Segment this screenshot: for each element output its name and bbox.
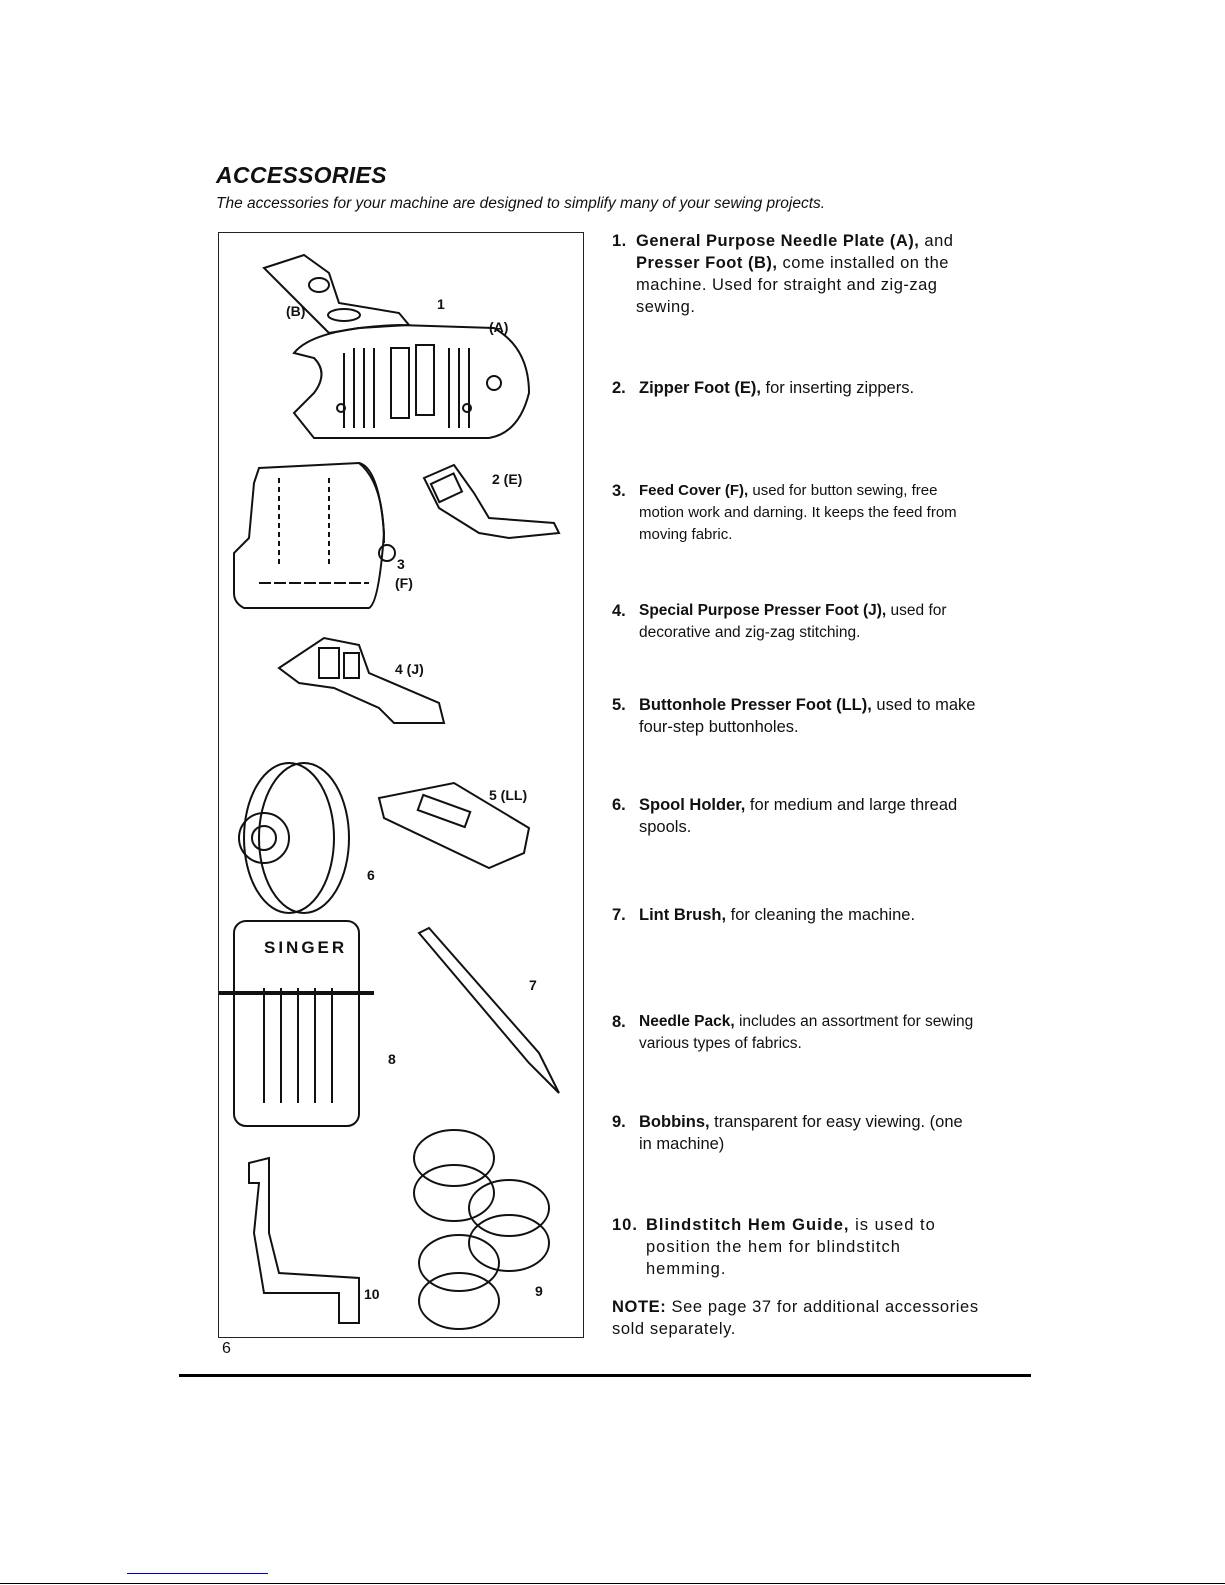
label-a: (A) xyxy=(489,319,509,335)
label-f: (F) xyxy=(395,575,413,591)
item-description: for cleaning the machine. xyxy=(726,906,916,924)
note-label: NOTE: xyxy=(612,1298,667,1316)
accessory-item-10: 10. Blindstitch Hem Guide, is used to po… xyxy=(612,1214,977,1280)
item-description: for medium and large thread spools. xyxy=(639,796,958,836)
zipper-foot-e-icon xyxy=(422,463,561,540)
item-number: 1. xyxy=(612,232,627,250)
item-number: 10. xyxy=(612,1216,638,1234)
label-7: 7 xyxy=(529,977,537,993)
note: NOTE: See page 37 for additional accesso… xyxy=(612,1296,982,1340)
accessory-item-5: 5. Buttonhole Presser Foot (LL), used to… xyxy=(612,694,977,738)
label-3: 3 xyxy=(397,556,405,572)
note-text: See page 37 for additional accessories s… xyxy=(612,1298,979,1338)
accessory-item-9: 9. Bobbins, transparent for easy viewing… xyxy=(612,1111,977,1155)
accessory-item-4: 4. Special Purpose Presser Foot (J), use… xyxy=(612,600,977,644)
page-bottom-border xyxy=(0,1583,1225,1584)
item-name: Blindstitch Hem Guide, xyxy=(646,1216,850,1234)
bobbins-icon xyxy=(413,1129,550,1330)
accessories-drawing: SINGER xyxy=(219,253,561,1330)
label-6: 6 xyxy=(367,867,375,883)
item-number: 5. xyxy=(612,696,626,714)
presser-foot-b-icon xyxy=(262,253,412,335)
accessory-item-1: 1. General Purpose Needle Plate (A), and… xyxy=(612,230,977,318)
needle-pack-brand: SINGER xyxy=(264,938,347,957)
label-8: 8 xyxy=(388,1051,396,1067)
item-name: Lint Brush, xyxy=(639,906,727,924)
link-underline[interactable] xyxy=(127,1573,268,1574)
label-9: 9 xyxy=(535,1283,543,1299)
item-name: Special Purpose Presser Foot (J), xyxy=(639,602,887,619)
label-2e: 2 (E) xyxy=(492,471,523,487)
item-description: used to make four-step buttonholes. xyxy=(639,696,976,736)
label-10: 10 xyxy=(364,1286,380,1302)
spool-holder-icon xyxy=(238,762,350,914)
lint-brush-icon xyxy=(417,926,560,1094)
special-purpose-foot-j-icon xyxy=(277,636,446,724)
item-name: Feed Cover (F), xyxy=(639,482,749,499)
item-name: Needle Pack, xyxy=(639,1013,735,1030)
item-description: used for decorative and zig-zag stitchin… xyxy=(639,602,947,641)
page-number: 6 xyxy=(222,1340,231,1357)
accessory-item-2: 2. Zipper Foot (E), for inserting zipper… xyxy=(612,377,977,399)
buttonhole-foot-ll-icon xyxy=(377,781,531,870)
label-1: 1 xyxy=(437,296,445,312)
item-number: 2. xyxy=(612,379,626,397)
page-title: ACCESSORIES xyxy=(216,162,387,188)
accessory-item-6: 6. Spool Holder, for medium and large th… xyxy=(612,794,977,838)
item-description: come installed on the machine. Used for … xyxy=(636,254,949,316)
item-number: 7. xyxy=(612,906,626,924)
accessory-item-3: 3. Feed Cover (F), used for button sewin… xyxy=(612,480,977,546)
needle-plate-a-icon xyxy=(292,323,531,439)
footer-divider xyxy=(179,1374,1031,1377)
item-name: Buttonhole Presser Foot (LL), xyxy=(639,696,872,714)
page-subtitle: The accessories for your machine are des… xyxy=(216,195,826,212)
item-number: 4. xyxy=(612,602,626,620)
item-number: 3. xyxy=(612,482,626,500)
item-number: 9. xyxy=(612,1113,626,1131)
label-b: (B) xyxy=(286,303,306,319)
item-number: 8. xyxy=(612,1013,626,1031)
item-name-2: Presser Foot (B), xyxy=(636,254,778,272)
item-description: is used to position the hem for blindsti… xyxy=(646,1216,936,1278)
item-description: used for button sewing, free motion work… xyxy=(639,482,957,543)
accessory-item-8: 8. Needle Pack, includes an assortment f… xyxy=(612,1011,977,1055)
item-description: includes an assortment for sewing variou… xyxy=(639,1013,974,1052)
needle-pack-icon: SINGER xyxy=(219,920,374,1127)
item-name: Zipper Foot (E), xyxy=(639,379,761,397)
accessory-item-7: 7. Lint Brush, for cleaning the machine. xyxy=(612,904,977,926)
accessories-illustration: SINGER (B) 1 (A) 2 (E) 3 (F) 4 (J) 5 (LL… xyxy=(218,232,584,1338)
item-text: and xyxy=(919,232,954,250)
item-number: 6. xyxy=(612,796,626,814)
feed-cover-f-icon xyxy=(233,461,396,609)
item-description: transparent for easy viewing. (one in ma… xyxy=(639,1113,963,1153)
item-name: General Purpose Needle Plate (A), xyxy=(636,232,920,250)
label-4j: 4 (J) xyxy=(395,661,424,677)
item-name: Spool Holder, xyxy=(639,796,746,814)
label-5ll: 5 (LL) xyxy=(489,787,528,803)
blindstitch-hem-guide-icon xyxy=(248,1156,360,1324)
item-description: for inserting zippers. xyxy=(760,379,915,397)
item-name: Bobbins, xyxy=(639,1113,710,1131)
